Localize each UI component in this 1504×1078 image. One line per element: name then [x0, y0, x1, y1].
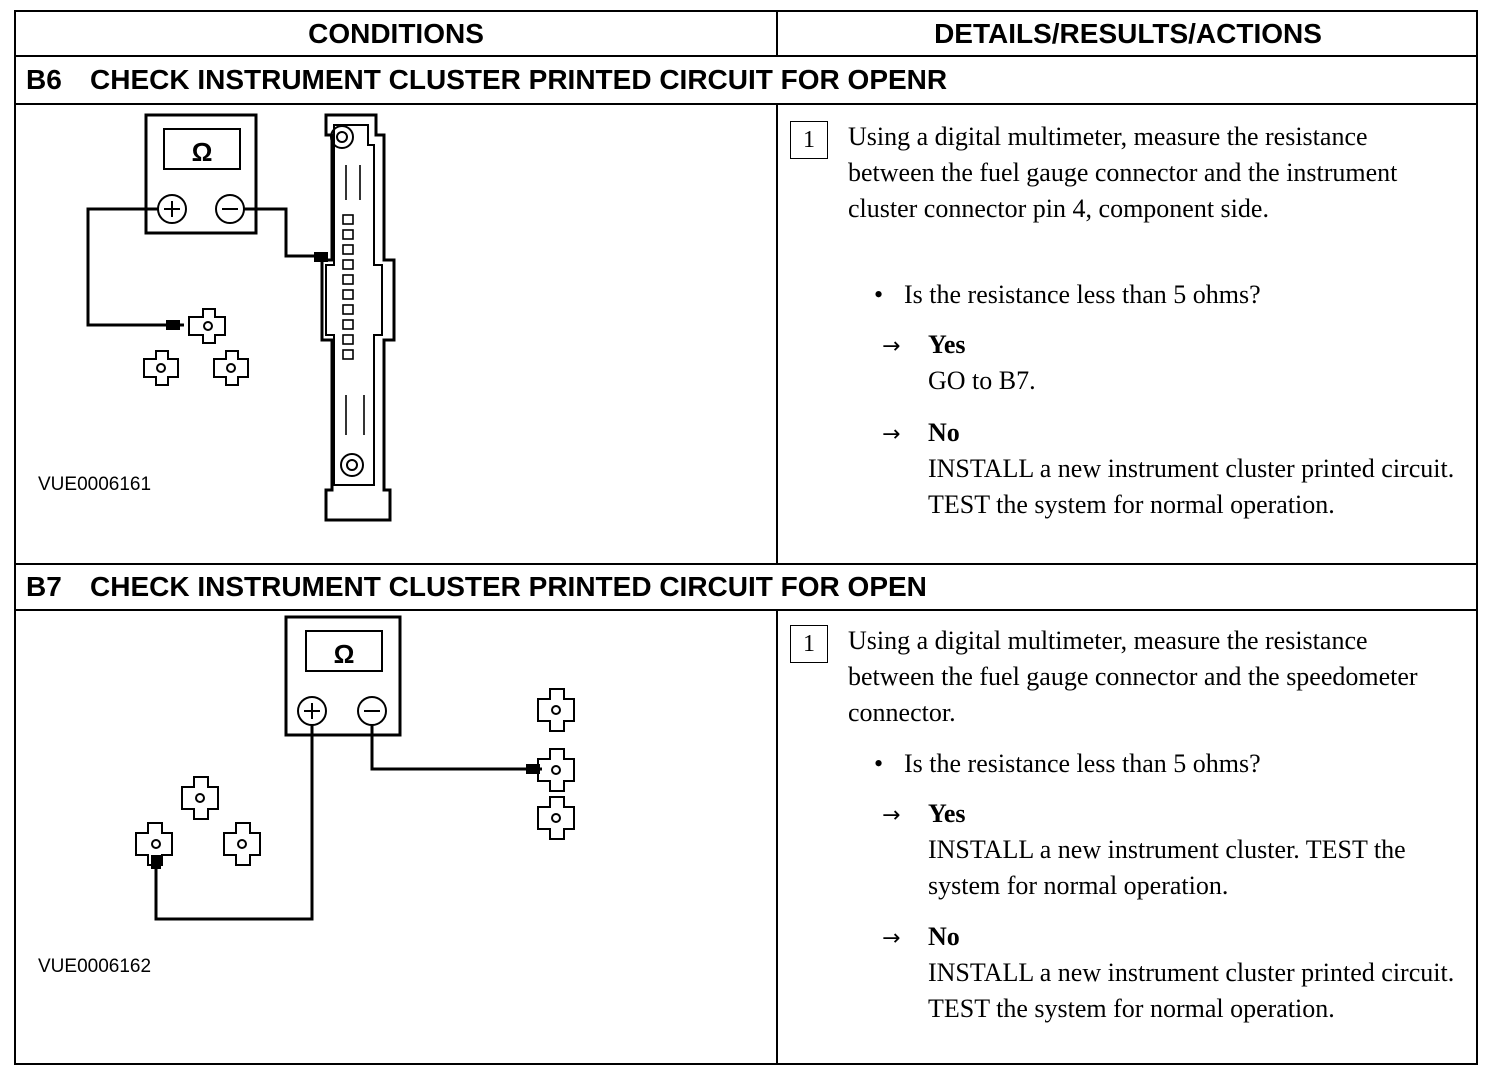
b7-details: 1 Using a digital multimeter, measure th… — [778, 611, 1478, 1065]
b6-action-number: 1 — [790, 121, 828, 159]
b6-yes-arrow-icon: → — [882, 334, 901, 359]
b7-figure-id: VUE0006162 — [38, 956, 152, 977]
b6-no-text: INSTALL a new instrument cluster printed… — [928, 454, 1455, 519]
b6-meter-symbol: Ω — [192, 137, 213, 167]
b7-yes-arrow-icon: → — [882, 803, 901, 828]
b6-instruction: Using a digital multimeter, measure the … — [848, 122, 1398, 223]
b6-yes-label: Yes — [928, 330, 966, 359]
step-b7-title-row: B7 CHECK INSTRUMENT CLUSTER PRINTED CIRC… — [16, 563, 1476, 611]
b7-no-arrow-icon: → — [882, 926, 901, 951]
b7-yes-text: INSTALL a new instrument cluster. TEST t… — [928, 835, 1406, 900]
b6-no-label: No — [928, 418, 960, 447]
step-b6-title: CHECK INSTRUMENT CLUSTER PRINTED CIRCUIT… — [90, 64, 948, 95]
b6-yes-result: Yes GO to B7. — [928, 327, 1468, 399]
b6-figure-id: VUE0006161 — [38, 474, 152, 495]
b7-yes-label: Yes — [928, 799, 966, 828]
diagnostic-table: CONDITIONS DETAILS/RESULTS/ACTIONS B6 CH… — [14, 10, 1478, 1065]
b6-question: Is the resistance less than 5 ohms? — [874, 277, 1261, 313]
b7-meter-symbol: Ω — [334, 639, 355, 669]
b7-question: Is the resistance less than 5 ohms? — [874, 746, 1261, 782]
b6-no-arrow-icon: → — [882, 422, 901, 447]
step-b7-title: CHECK INSTRUMENT CLUSTER PRINTED CIRCUIT… — [90, 571, 927, 602]
header-divider — [16, 12, 1476, 57]
conditions-header: CONDITIONS — [308, 18, 484, 49]
b7-action-number: 1 — [790, 625, 828, 663]
b6-no-result: No INSTALL a new instrument cluster prin… — [928, 415, 1468, 523]
b6-yes-text: GO to B7. — [928, 366, 1036, 395]
b7-yes-result: Yes INSTALL a new instrument cluster. TE… — [928, 796, 1468, 904]
header-column-divider — [776, 12, 778, 57]
details-header: DETAILS/RESULTS/ACTIONS — [934, 18, 1322, 49]
b7-column-divider — [776, 611, 778, 1065]
b7-multimeter-diagram: Ω — [135, 615, 575, 921]
b7-no-result: No INSTALL a new instrument cluster prin… — [928, 919, 1468, 1027]
b6-column-divider — [776, 105, 778, 563]
step-b6-title-row: B6 CHECK INSTRUMENT CLUSTER PRINTED CIRC… — [16, 57, 1476, 105]
b6-details: 1 Using a digital multimeter, measure th… — [778, 105, 1478, 563]
step-b6-code: B6 — [26, 64, 62, 95]
b6-multimeter-diagram: Ω — [86, 113, 396, 522]
b7-instruction: Using a digital multimeter, measure the … — [848, 626, 1418, 727]
b7-no-label: No — [928, 922, 960, 951]
b7-no-text: INSTALL a new instrument cluster printed… — [928, 958, 1455, 1023]
step-b7-code: B7 — [26, 571, 62, 602]
